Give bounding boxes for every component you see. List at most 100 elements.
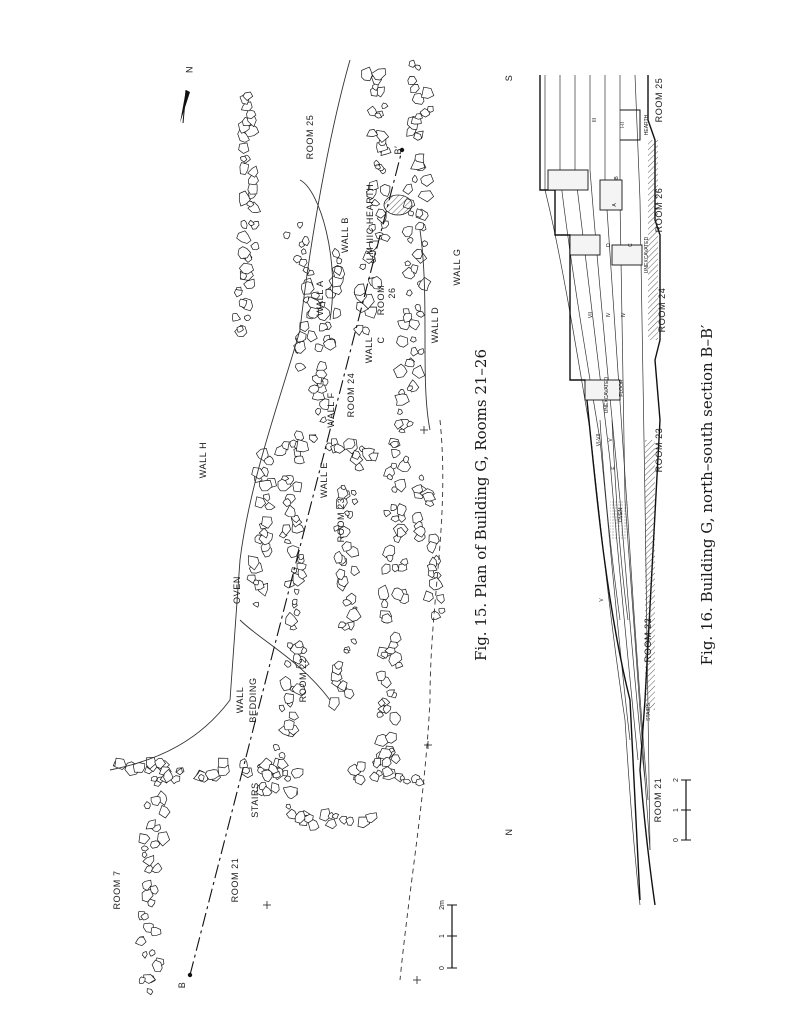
rubble-stone (395, 661, 404, 669)
rubble-stone (142, 879, 152, 891)
rubble-stone (343, 438, 356, 450)
rubble-stone (149, 885, 159, 895)
rubble-stone (293, 608, 301, 617)
layer-vi-vii: VI-VII (596, 434, 602, 447)
fig16-section: S N ROOM 25 ROOM 26 ROOM 24 ROOM 23 ROOM… (504, 75, 716, 906)
sec-label-unexcavated-1: UNEXCAVATED (644, 236, 650, 273)
rubble-stone (142, 855, 155, 867)
stone-wall-rubble (112, 59, 446, 996)
rubble-stone (350, 565, 361, 577)
rubble-stone (294, 640, 304, 649)
rubble-stone (237, 246, 252, 259)
rubble-stone (402, 312, 413, 323)
rubble-stone (231, 313, 242, 322)
label-wall-bedding-1: WALL (235, 687, 245, 714)
label-stairs: STAIRS (250, 782, 260, 817)
rubble-stone (246, 109, 257, 119)
north-label: N (184, 66, 194, 73)
rubble-stone (331, 813, 340, 819)
hatched-ground (648, 140, 658, 340)
rubble-stone (406, 385, 413, 391)
rubble-stone (262, 785, 273, 797)
rubble-stone (310, 291, 320, 300)
rubble-stone (285, 803, 291, 810)
label-wall-d: WALL D (430, 307, 440, 343)
rubble-stone (277, 759, 289, 770)
label-room-24: ROOM 24 (346, 373, 356, 418)
rubble-stone (391, 448, 401, 459)
label-hearth: LM IIIC HEARTH (365, 184, 375, 261)
label-room-25: ROOM 25 (305, 115, 315, 160)
layer-iv-1: IV (606, 312, 612, 317)
rubble-stone (264, 502, 276, 511)
rubble-stone (368, 452, 379, 462)
rubble-stone (426, 541, 437, 554)
rubble-stone (350, 638, 358, 645)
rubble-stone (150, 796, 161, 806)
rubble-stone (361, 66, 373, 82)
rubble-stone (283, 231, 291, 240)
rubble-stone (250, 242, 260, 251)
rubble-stone (389, 631, 402, 643)
rubble-stone (345, 816, 354, 826)
rubble-stone (336, 257, 343, 265)
rubble-stone (376, 711, 384, 718)
rubble-stone (381, 613, 393, 624)
rubble-stone (396, 335, 409, 348)
rubble-stone (354, 773, 366, 786)
label-wall-h: WALL H (198, 442, 208, 478)
rubble-stone (351, 450, 361, 460)
rubble-stone (411, 484, 423, 494)
rubble-stone (238, 298, 248, 309)
rubble-stone (148, 949, 156, 957)
rubble-stone (415, 208, 424, 218)
rubble-stone (377, 698, 386, 707)
rubble-stone (246, 115, 257, 128)
rubble-stone (251, 467, 266, 480)
rubble-stone (309, 434, 319, 444)
rubble-stone (246, 574, 256, 584)
rubble-stone (381, 102, 389, 109)
rubble-stone (254, 496, 267, 509)
rubble-stone (351, 490, 357, 496)
rubble-stone (368, 224, 376, 232)
label-point-b-prime: B′ (393, 146, 403, 155)
rubble-stone (427, 105, 434, 113)
layer-c: C (628, 243, 634, 247)
rubble-stone (382, 766, 394, 778)
rubble-stone (150, 775, 158, 782)
rubble-stone (415, 221, 425, 230)
rubble-stone (338, 815, 348, 825)
layer-d: D (606, 243, 612, 247)
rubble-stone (420, 173, 434, 187)
rubble-stone (147, 898, 156, 908)
grid-crosses (263, 426, 432, 984)
rubble-stone (319, 323, 329, 332)
rubble-stone (238, 190, 251, 207)
rubble-stone (234, 289, 243, 298)
rubble-stone (154, 757, 166, 770)
rubble-stone (258, 527, 269, 539)
rubble-stone (381, 598, 389, 609)
rubble-stone (376, 129, 390, 143)
rubble-stone (284, 504, 296, 518)
rubble-stone (293, 430, 305, 441)
rubble-stone (297, 221, 303, 229)
rubble-stone (316, 361, 328, 371)
rubble-stone (319, 398, 330, 411)
rubble-stone (417, 348, 425, 355)
rubble-stone (236, 230, 252, 244)
rubble-stone (298, 258, 308, 268)
rubble-stone (135, 936, 147, 946)
rubble-stone (239, 758, 248, 769)
label-point-b: B (177, 982, 187, 989)
rubble-stone (383, 510, 392, 518)
rubble-stone (292, 651, 303, 665)
rubble-stone (278, 704, 286, 713)
rubble-stone (407, 76, 418, 85)
rubble-stone (261, 516, 273, 529)
rubble-stone (386, 473, 394, 481)
rubble-stone (391, 587, 404, 602)
rubble-stone (370, 198, 381, 207)
sec-label-room-22: ROOM 22 (643, 618, 653, 663)
